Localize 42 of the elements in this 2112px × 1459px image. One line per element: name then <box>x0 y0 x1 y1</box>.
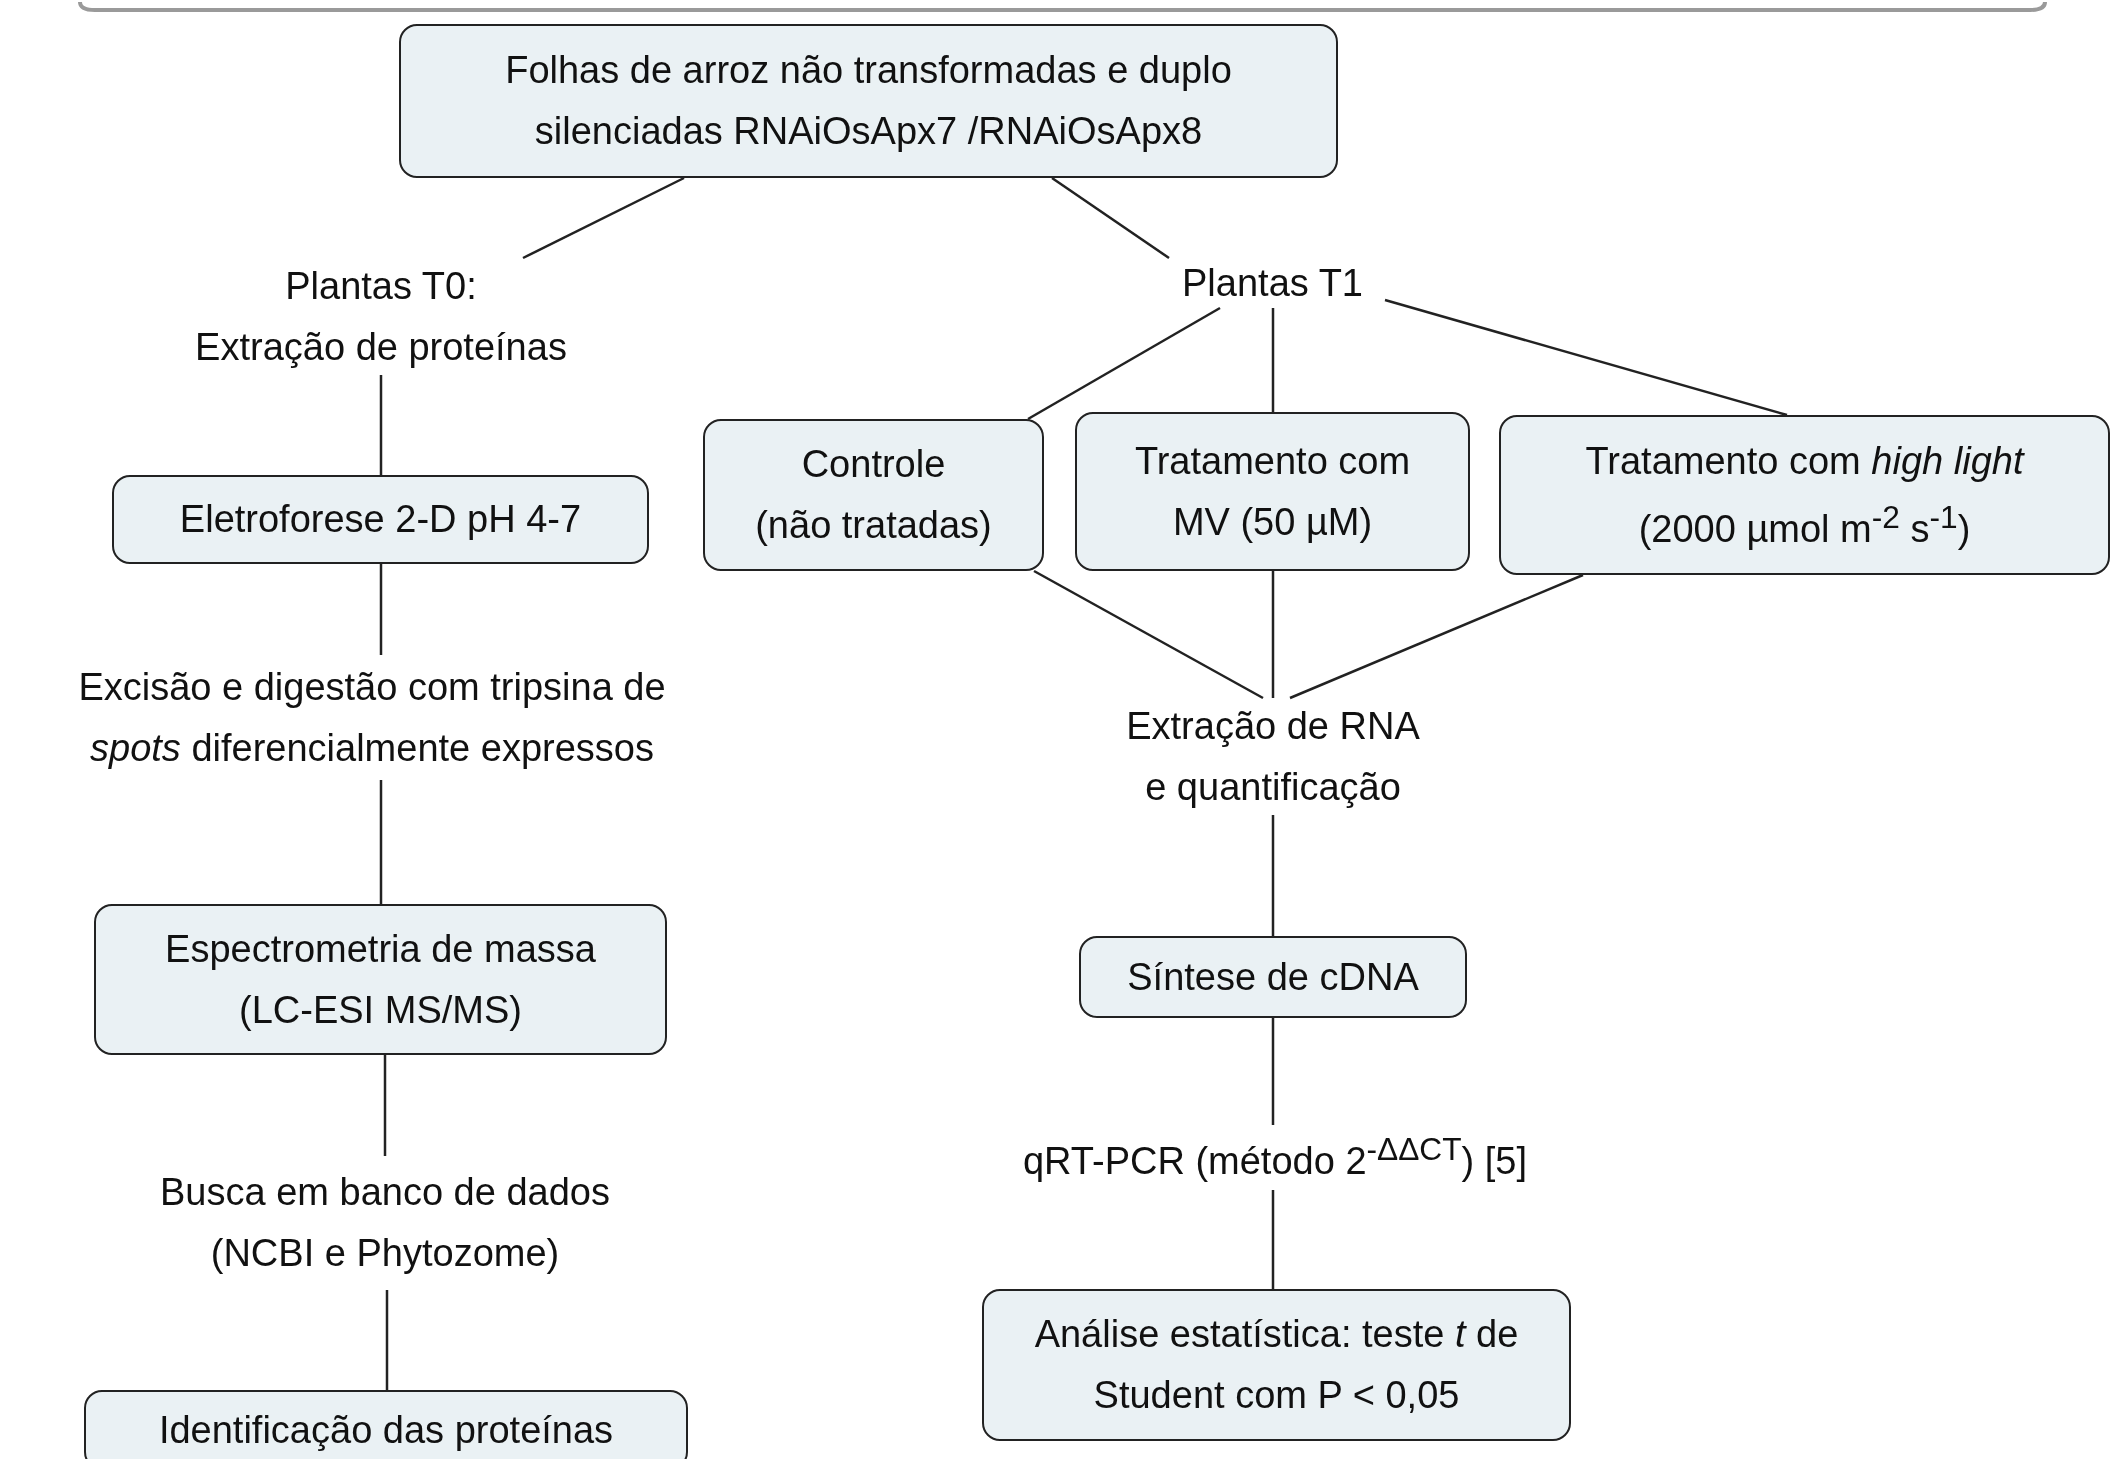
process-box <box>1079 936 1467 1018</box>
step-label: Extração de proteínas <box>195 324 567 370</box>
process-box <box>94 904 667 1055</box>
treatment-box <box>703 419 1044 571</box>
connector-line <box>379 780 383 904</box>
step-label: Tratamento com MV (50 µM) <box>1133 438 1412 545</box>
sample-box <box>399 24 1338 178</box>
step-label: Identificação das proteínas <box>158 1407 614 1453</box>
step-label: Síntese de cDNA <box>1127 954 1419 1000</box>
step-label: (não tratadas) <box>755 503 992 548</box>
treatment-box <box>1075 412 1470 571</box>
connector-line <box>379 564 383 655</box>
step-label: qRT-PCR (método 2$^{-ΔΔCT}$) [5] <box>1022 1129 1527 1184</box>
connector-line <box>1271 571 1275 698</box>
connector-line <box>379 375 383 475</box>
process-box <box>84 1390 688 1459</box>
treatment-box <box>1499 415 2110 575</box>
step-label: Controle <box>801 442 946 488</box>
connector-line <box>1384 298 1788 417</box>
connector-line <box>1051 176 1170 260</box>
step-label: Plantas T0: <box>285 263 477 309</box>
step-label: Folhas de arroz não transformadas e duplo silenciadas RNAiOsApx7 /RNAiOsApx8 <box>504 48 1233 154</box>
connector-line <box>1033 569 1264 700</box>
connector-line <box>383 1055 387 1156</box>
connector-line <box>1027 306 1221 421</box>
connector-line <box>1289 573 1584 700</box>
step-label: Plantas T1 <box>1182 260 1363 306</box>
step-label: Excisão e digestão com tripsina de spots diferencialmente expressos <box>77 664 667 771</box>
step-label: Espectrometria de massa (LC-ESI MS/MS) <box>164 926 597 1033</box>
process-box <box>982 1289 1571 1441</box>
connector-line <box>1271 1190 1275 1289</box>
connector-line <box>1271 308 1275 412</box>
connector-line <box>1271 1018 1275 1125</box>
connector-line <box>1271 815 1275 936</box>
process-box <box>112 475 649 564</box>
step-label: Tratamento com high light (2000 µmol m$^{-2}$ s$^{-1}$) <box>1584 438 2026 552</box>
step-label: Extração de RNA e quantificação <box>1125 703 1421 810</box>
connector-line <box>522 176 685 260</box>
step-label: Busca em banco de dados (NCBI e Phytozome) <box>159 1170 611 1276</box>
connector-line <box>385 1290 389 1390</box>
step-label: Eletroforese 2-D pH 4-7 <box>179 497 582 543</box>
step-label: Análise estatística: teste t de Student com P < 0,05 <box>1033 1312 1520 1418</box>
